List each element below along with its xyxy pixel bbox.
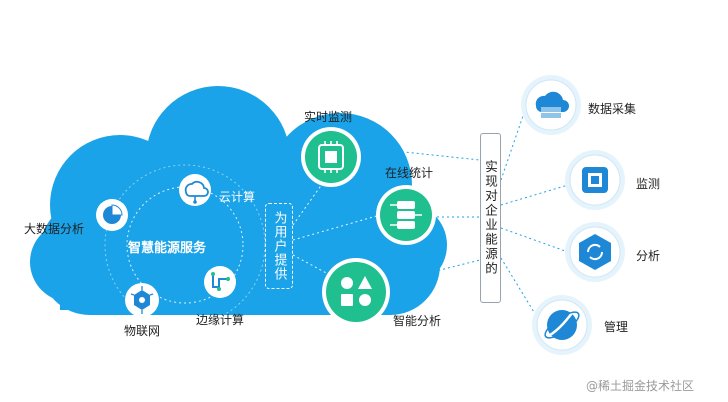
server-stack-icon-green: [376, 185, 436, 245]
globe-manage-icon-graphic: [532, 295, 592, 355]
shapes-icon-green: [322, 258, 390, 326]
chip-icon-green: [301, 127, 361, 187]
provide-label: 为用户提供: [265, 203, 293, 289]
service-label-bigdata: 大数据分析: [24, 222, 85, 236]
service-label-iot: 物联网: [124, 324, 161, 338]
service-label-edge: 边缘计算: [196, 313, 245, 327]
goal-item-label-manage: 管理: [604, 320, 629, 334]
capability-label-smart: 智能分析: [393, 314, 442, 328]
edge-computing-icon: [204, 266, 236, 298]
core-title: 智慧能源服务: [128, 241, 207, 256]
capability-label-realtime: 实时监测: [304, 110, 353, 124]
capability-label-online: 在线统计: [385, 166, 434, 180]
refresh-analysis-icon-graphic: [565, 222, 625, 282]
goal-label: 实现对企业能源的: [480, 133, 501, 303]
cloud-network-icon: [179, 174, 211, 206]
iot-hexagon-icon: [125, 283, 159, 317]
goal-item-label-collect: 数据采集: [588, 102, 637, 116]
goal-item-label-analyze: 分析: [636, 249, 661, 263]
watermark: @稀土掘金技术社区: [586, 379, 695, 393]
chip-icon-blue: [565, 150, 625, 210]
cloud-database-icon-graphic: [521, 75, 581, 135]
pie-chart-icon: [96, 199, 128, 231]
service-label-cloud: 云计算: [219, 190, 256, 204]
goal-item-label-monitor: 监测: [636, 177, 661, 191]
